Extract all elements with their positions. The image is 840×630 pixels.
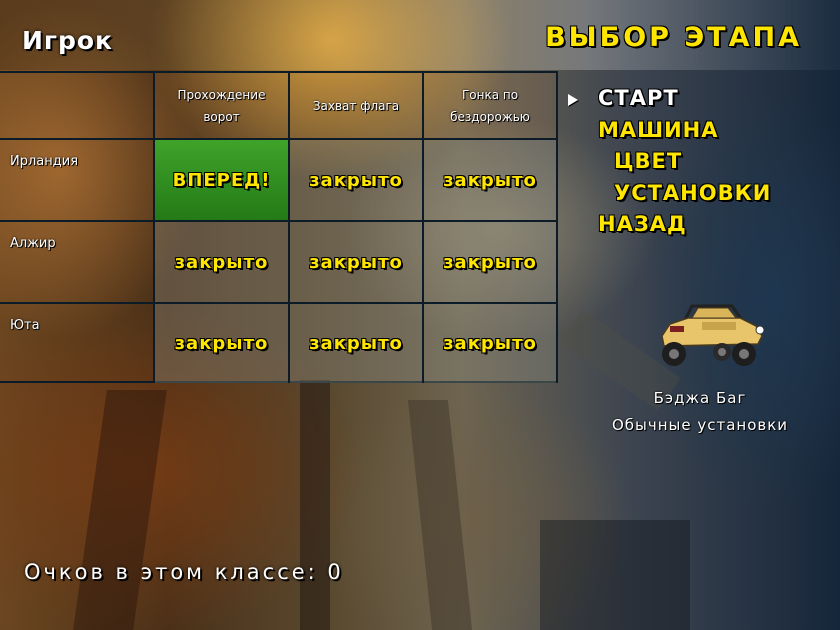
row-label-ireland: Ирландия [10,154,79,169]
vehicle-setup: Обычные установки [611,416,789,434]
stage-cell-ireland-capture-flag[interactable]: закрыто [290,140,422,220]
column-header-offroad-race: Гонка по бездорожью [424,73,556,138]
column-header-capture-flag: Захват флага [290,73,422,138]
background-streak [407,400,473,630]
menu-item-setup[interactable]: УСТАНОВКИ [614,181,772,205]
stage-cell-algeria-offroad-race[interactable]: закрыто [424,222,556,302]
stage-cell-algeria-gates[interactable]: закрыто [155,222,288,302]
row-label-algeria: Алжир [10,236,56,251]
grid-line [422,73,424,383]
buggy-car-icon [661,304,765,366]
row-label-utah: Юта [10,318,40,333]
stage-cell-ireland-gates[interactable]: ВПЕРЕД! [155,140,288,220]
column-header-label: Захват флага [312,98,400,113]
player-label: Игрок [22,26,114,55]
class-points: Очков в этом классе: 0 [24,560,344,584]
stage-cell-utah-gates[interactable]: закрыто [155,304,288,383]
background-streak [73,390,167,630]
menu-item-back[interactable]: НАЗАД [598,212,687,236]
grid-line [0,302,556,304]
background-streak [540,520,690,630]
stage-cell-ireland-offroad-race[interactable]: закрыто [424,140,556,220]
vehicle-name: Бэджа Баг [653,389,747,407]
stage-cell-utah-offroad-race[interactable]: закрыто [424,304,556,383]
menu-item-color[interactable]: ЦВЕТ [614,149,683,173]
stage-cell-utah-capture-flag[interactable]: закрыто [290,304,422,383]
column-header-gates: Прохождение ворот [155,73,288,138]
screen-title: ВЫБОР ЭТАПА [545,22,802,53]
grid-line [153,73,155,383]
menu-cursor-arrow-icon [568,94,578,106]
background-streak [300,380,330,630]
stage-cell-algeria-capture-flag[interactable]: закрыто [290,222,422,302]
menu-item-start[interactable]: СТАРТ [598,86,679,110]
stage-grid: Прохождение ворот Захват флага Гонка по … [0,71,558,383]
grid-line [0,138,556,140]
column-header-label: Гонка по бездорожью [450,87,530,124]
column-header-label: Прохождение ворот [177,87,266,124]
menu-item-car[interactable]: МАШИНА [598,118,719,142]
grid-line [288,73,290,383]
grid-line [0,220,556,222]
